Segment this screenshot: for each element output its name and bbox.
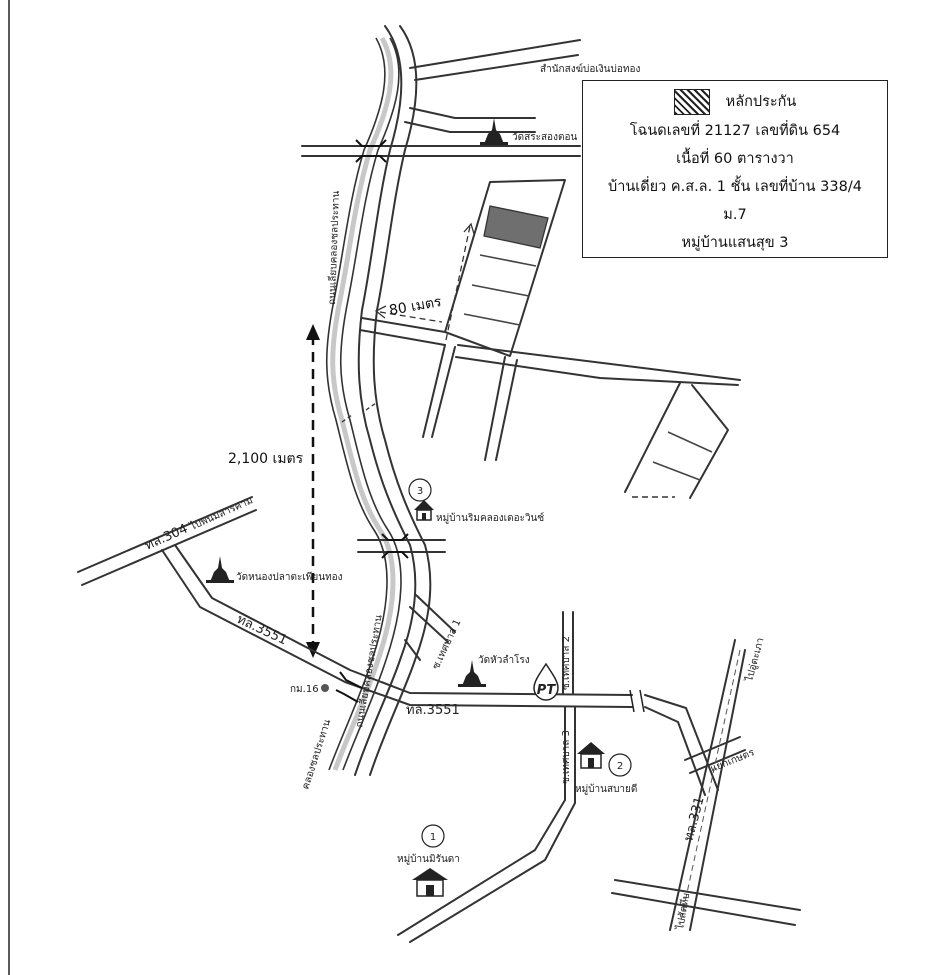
soi-tessaban3-label: ซ.เทศบาล 3 [561,730,572,784]
km-marker-dot [321,684,329,692]
irrigation-canal [325,36,402,771]
village2-label: หมู่บ้านสบายดี [575,783,637,795]
legend-village: หมู่บ้านแสนสุข 3 [681,235,789,251]
village-3-number: 3 [417,486,423,497]
soi-tessaban2-label: ซ.เทศบาล 2 [561,636,572,690]
distance-2100-arrow-up [306,324,320,340]
canal-break [341,414,353,423]
mid-road [357,533,446,559]
road-3551-label-a: ทล.3551 [234,612,289,648]
route-304 [77,496,257,586]
canal-break-2 [365,402,377,411]
temple-icon [458,660,486,687]
route-to-property [445,225,471,341]
village-1-number: 1 [430,832,436,843]
temple1-label: วัดสระสองตอน [512,132,577,143]
temple2-label: วัดหนองปลาตะเพียนทอง [236,571,343,583]
south-roads [397,639,801,943]
road-331-direction-top: ไปอู่ตะเภา [743,636,766,683]
village-3-marker: 3 [408,478,432,502]
collateral-hatch-icon [673,89,710,115]
temple-icon [206,556,234,583]
canal-road [354,25,432,776]
road-304-direction: ไปพนมสารคาม [187,494,254,533]
junction-label: แยกเกษตร [709,747,757,775]
legend-title: หลักประกัน [725,94,797,110]
temple3-label: วัดหัวลำโรง [478,653,530,666]
gas-station-icon: PT [533,662,559,701]
property-subdivision [359,179,741,499]
house-icon [414,500,434,521]
bridge-top [355,139,387,163]
route-arrowhead [463,222,475,235]
km-label: กม.16 [290,684,319,695]
road-331-label: ทล.331 [681,795,707,843]
office-label: สำนักสงฆ์บ่อเงินบ่อทอง [540,63,640,75]
village1-label: หมู่บ้านมิรันดา [397,853,460,865]
village-1-marker: 1 [421,824,445,848]
canal-road-top-label: ถนนเลียบคลองชลประทาน [326,190,342,305]
distance-80-arrowhead [374,305,387,319]
house-icon [412,868,448,897]
distance-2100-label: 2,100 เมตร [228,451,304,467]
collateral-plot [483,205,549,249]
canal-label: คลองชลประทาน [300,718,333,791]
east-branches [404,594,574,694]
legend-moo: ม.7 [723,207,747,223]
gas-station-label: PT [537,683,557,698]
distance-80-label: 80 เมตร [388,294,443,319]
village3-label: หมู่บ้านริมคลองเดอะวินซ์ [436,512,544,524]
legend-building: บ้านเดี่ยว ค.ส.ล. 1 ชั้น เลขที่บ้าน 338/… [608,179,862,195]
legend-deed: โฉนดเลขที่ 21127 เลขที่ดิน 654 [629,123,841,139]
house-icon [577,742,605,769]
legend-box: หลักประกัน โฉนดเลขที่ 21127 เลขที่ดิน 65… [582,80,888,258]
distance-80-line [379,311,443,323]
temple-icon [480,118,508,145]
north-roads [301,39,581,157]
road-3551-label-b: ทล.3551 [406,703,460,718]
legend-area: เนื้อที่ 60 ตารางวา [676,151,794,167]
legend-title-row: หลักประกัน [583,89,887,115]
bridge-km16 [335,671,363,703]
village-2-number: 2 [617,761,623,772]
village-2-marker: 2 [608,753,632,777]
